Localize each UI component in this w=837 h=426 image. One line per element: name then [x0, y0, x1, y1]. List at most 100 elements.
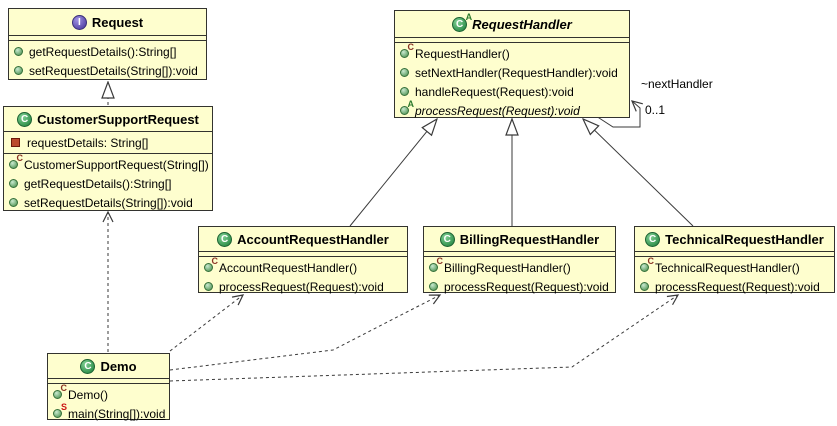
public-method-icon [400, 66, 412, 79]
class-box-customer-support-request: C CustomerSupportRequest requestDetails:… [3, 106, 213, 211]
method-signature: RequestHandler() [415, 46, 510, 61]
method-row: setRequestDetails(String[]):void [4, 193, 212, 212]
static-method-icon: S [53, 403, 67, 420]
class-box-billing-request-handler: C BillingRequestHandler C BillingRequest… [423, 226, 616, 294]
interface-icon: I [71, 14, 87, 30]
class-header: C TechnicalRequestHandler [635, 227, 834, 252]
constructor-row: C AccountRequestHandler() [199, 257, 407, 277]
fields-compartment-empty [48, 379, 169, 384]
constructor-icon: C [640, 257, 654, 274]
constructor-icon: C [53, 384, 67, 401]
constructor-row: C BillingRequestHandler() [424, 257, 615, 277]
association-role-label: ~nextHandler [641, 77, 713, 91]
method-signature: TechnicalRequestHandler() [655, 260, 800, 275]
method-row: processRequest(Request):void [424, 277, 615, 296]
method-row: setNextHandler(RequestHandler):void [395, 63, 629, 82]
method-row: processRequest(Request):void [635, 277, 834, 296]
abstract-method-row: A processRequest(Request):void [395, 100, 629, 120]
class-title: Request [91, 14, 144, 30]
class-title: BillingRequestHandler [459, 231, 600, 247]
class-icon: C [645, 231, 661, 247]
method-signature: processRequest(Request):void [219, 279, 384, 294]
edge-self-next-handler [595, 100, 643, 128]
public-method-icon [429, 280, 441, 293]
class-header: C Demo [48, 354, 169, 379]
fields-compartment-empty [199, 252, 407, 257]
method-signature: AccountRequestHandler() [219, 260, 358, 275]
constructor-row: C CustomerSupportRequest(String[]) [4, 154, 212, 174]
public-method-icon [400, 85, 412, 98]
method-row: setRequestDetails(String[]):void [9, 61, 206, 80]
constructor-icon: C [429, 257, 443, 274]
method-signature: processRequest(Request):void [444, 279, 609, 294]
method-row: processRequest(Request):void [199, 277, 407, 296]
edge-dep-demo-billing [169, 294, 442, 371]
class-title: Demo [100, 358, 137, 374]
constructor-row: C Demo() [48, 384, 169, 404]
field-row: requestDetails: String[] [4, 133, 212, 152]
class-box-demo: C Demo C Demo() S main(String[]):void [47, 353, 170, 421]
edge-dep-demo-account [169, 294, 245, 352]
method-signature: main(String[]):void [68, 406, 166, 421]
fields-compartment-empty [395, 38, 629, 43]
class-box-technical-request-handler: C TechnicalRequestHandler C TechnicalReq… [634, 226, 835, 296]
constructor-icon: C [400, 43, 414, 60]
edge-gen-account [349, 119, 437, 227]
class-box-account-request-handler: C AccountRequestHandler C AccountRequest… [198, 226, 408, 294]
method-signature: processRequest(Request):void [655, 279, 820, 294]
constructor-icon: C [204, 257, 218, 274]
method-row: getRequestDetails():String[] [9, 42, 206, 61]
methods-compartment: getRequestDetails():String[] setRequestD… [9, 41, 206, 81]
class-title: AccountRequestHandler [237, 231, 389, 247]
class-header: C BillingRequestHandler [424, 227, 615, 252]
edge-gen-technical [583, 119, 694, 227]
fields-compartment-empty [635, 252, 834, 257]
class-icon: C [80, 358, 96, 374]
public-method-icon [640, 280, 652, 293]
method-signature: Demo() [68, 387, 109, 402]
method-signature: getRequestDetails():String[] [29, 44, 177, 59]
method-signature: setRequestDetails(String[]):void [24, 195, 193, 210]
method-signature: processRequest(Request):void [415, 103, 580, 118]
constructor-row: C RequestHandler() [395, 43, 629, 63]
method-signature: handleRequest(Request):void [415, 84, 574, 99]
method-signature: BillingRequestHandler() [444, 260, 571, 275]
constructor-icon: C [9, 154, 23, 171]
class-header: C AccountRequestHandler [199, 227, 407, 252]
private-field-icon [11, 138, 20, 147]
field-signature: requestDetails: String[] [27, 135, 149, 150]
public-method-icon [9, 196, 21, 209]
method-row: handleRequest(Request):void [395, 82, 629, 101]
method-signature: setRequestDetails(String[]):void [29, 63, 198, 78]
methods-compartment: C CustomerSupportRequest(String[]) getRe… [4, 154, 212, 213]
class-box-request: I Request getRequestDetails():String[] s… [8, 8, 207, 80]
method-signature: getRequestDetails():String[] [24, 176, 172, 191]
methods-compartment: C RequestHandler() setNextHandler(Reques… [395, 43, 629, 121]
method-row: getRequestDetails():String[] [4, 174, 212, 193]
fields-compartment: requestDetails: String[] [4, 132, 212, 154]
abstract-method-icon: A [400, 100, 414, 117]
edge-dep-demo-technical [169, 294, 680, 382]
methods-compartment: C Demo() S main(String[]):void [48, 384, 169, 424]
class-icon: C [217, 231, 233, 247]
static-method-row: S main(String[]):void [48, 403, 169, 423]
class-icon: C [439, 231, 455, 247]
fields-compartment-empty [9, 36, 206, 41]
method-signature: CustomerSupportRequest(String[]) [24, 157, 209, 172]
public-method-icon [14, 64, 26, 77]
class-title: RequestHandler [472, 16, 572, 32]
class-header: C CustomerSupportRequest [4, 107, 212, 132]
class-icon: C [17, 111, 33, 127]
method-signature: setNextHandler(RequestHandler):void [415, 65, 618, 80]
methods-compartment: C AccountRequestHandler() processRequest… [199, 257, 407, 297]
methods-compartment: C BillingRequestHandler() processRequest… [424, 257, 615, 297]
class-title: TechnicalRequestHandler [665, 231, 824, 247]
public-method-icon [14, 45, 26, 58]
fields-compartment-empty [424, 252, 615, 257]
public-method-icon [9, 177, 21, 190]
constructor-row: C TechnicalRequestHandler() [635, 257, 834, 277]
